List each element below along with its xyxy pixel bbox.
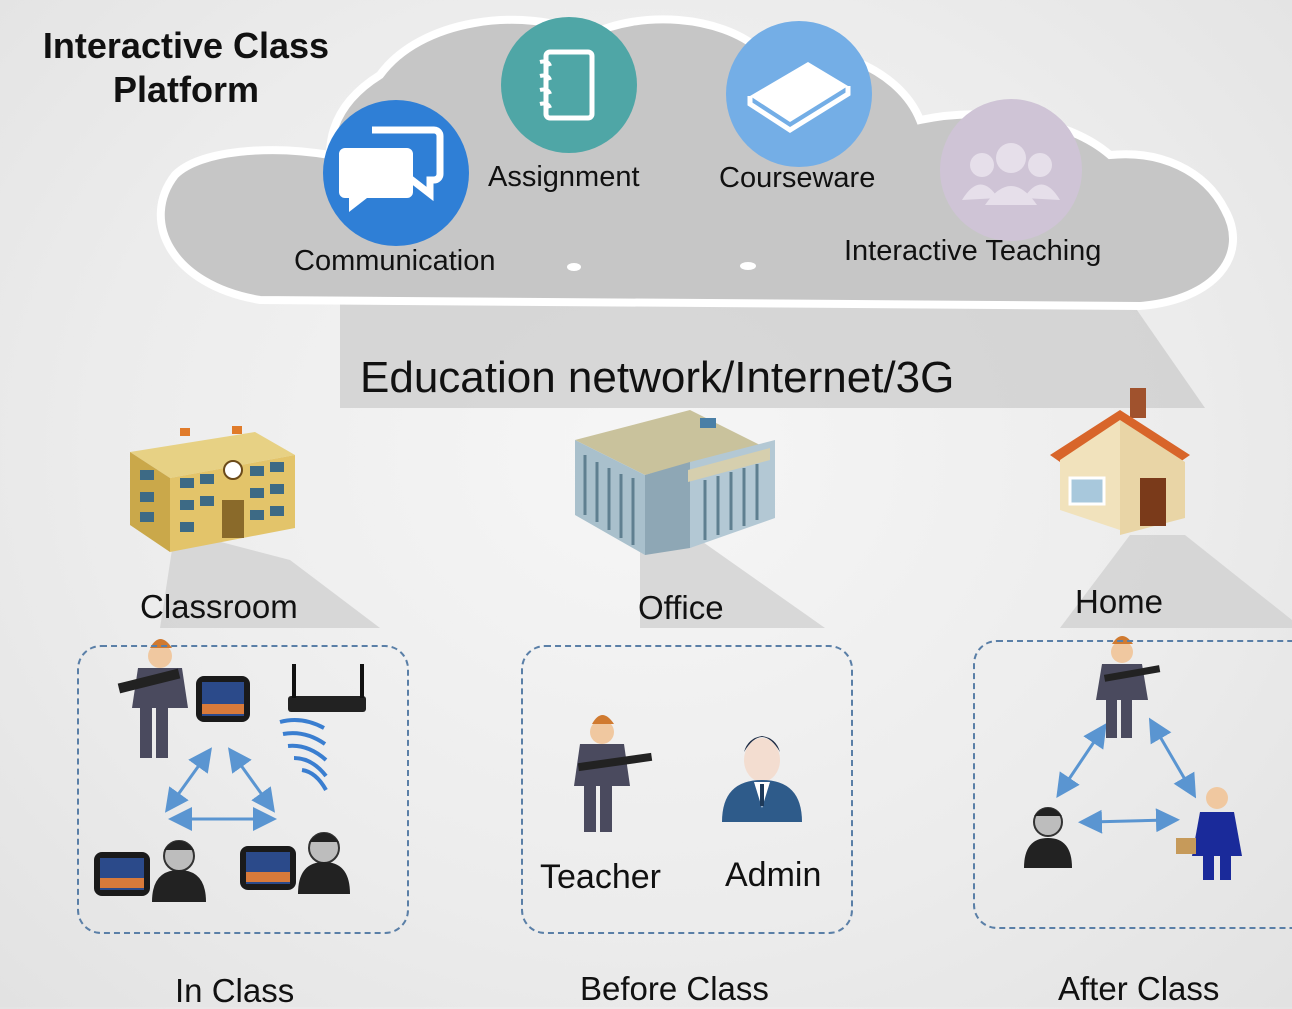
in-class-arrows: [165, 747, 277, 831]
location-beams: [160, 530, 1292, 628]
office-building-icon: [575, 410, 775, 555]
after-class-box: [973, 640, 1292, 929]
chat-bubbles-icon: [323, 100, 469, 246]
phase-after-class-label: After Class: [1058, 970, 1220, 1007]
service-communication-label: Communication: [294, 245, 496, 277]
house-icon: [1050, 388, 1190, 535]
network-beam: [340, 300, 1205, 408]
service-courseware-label: Courseware: [719, 162, 876, 194]
teacher-icon: [1096, 636, 1161, 738]
after-class-arrows: [1056, 717, 1197, 834]
in-class-box: [77, 645, 409, 934]
teacher-icon: [574, 715, 653, 832]
service-assignment-label: Assignment: [488, 161, 640, 193]
before-class-box: [521, 645, 853, 934]
businessman-icon: [1176, 787, 1242, 880]
location-classroom-label: Classroom: [140, 588, 298, 625]
student-icon: [1024, 807, 1072, 868]
book-icon: [726, 21, 872, 167]
teacher-label: Teacher: [540, 858, 661, 896]
service-interactive-teaching-label: Interactive Teaching: [844, 235, 1102, 267]
tablet-icon: [196, 676, 250, 722]
people-group-icon: [940, 99, 1082, 241]
router-icon: [288, 664, 366, 712]
notebook-icon: [501, 17, 637, 153]
phase-before-class-label: Before Class: [580, 970, 769, 1007]
admin-icon: [722, 736, 802, 822]
student-icon: [152, 840, 206, 902]
location-office-label: Office: [638, 589, 724, 626]
teacher-icon: [117, 639, 188, 758]
student-tablet-1: [94, 852, 150, 896]
network-label: Education network/Internet/3G: [360, 353, 955, 402]
location-home-label: Home: [1075, 583, 1164, 620]
phase-in-class-label: In Class: [175, 972, 295, 1009]
student-icon: [298, 832, 350, 894]
school-building-icon: [130, 426, 295, 552]
wifi-signal-icon: [279, 718, 328, 791]
platform-title: Interactive Class Platform: [42, 25, 330, 110]
student-tablet-2: [240, 846, 296, 890]
admin-label: Admin: [725, 856, 822, 894]
